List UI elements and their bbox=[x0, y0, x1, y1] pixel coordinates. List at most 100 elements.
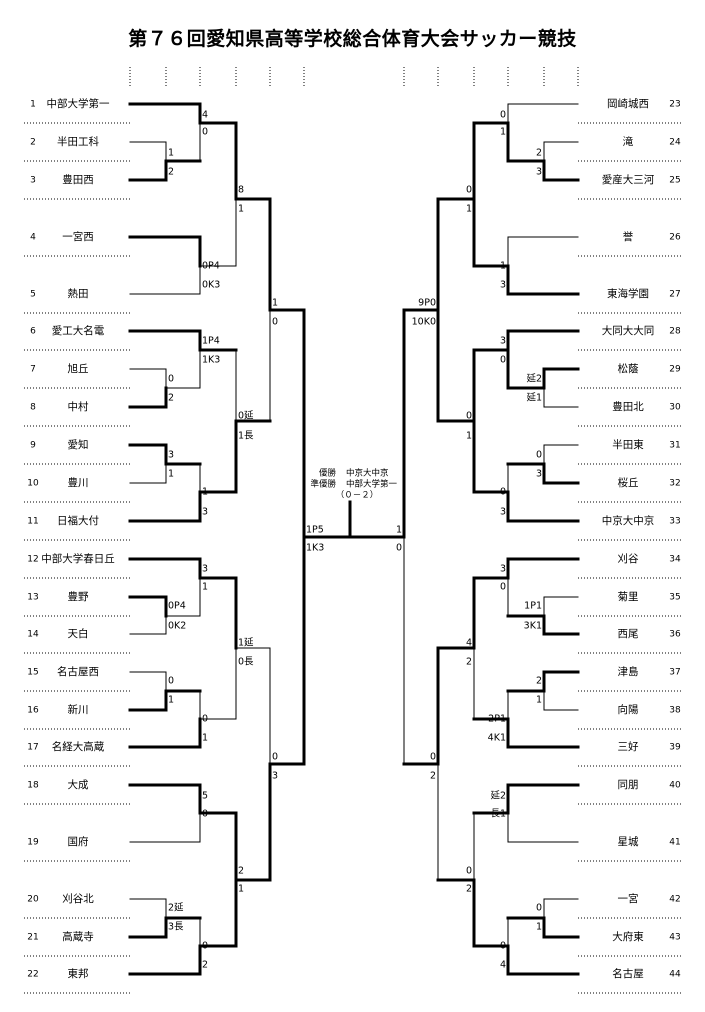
score-label: 3 bbox=[500, 507, 506, 518]
team-number: 24 bbox=[669, 138, 681, 148]
team-name: 一宮西 bbox=[62, 230, 94, 243]
score-label: 0長 bbox=[238, 657, 254, 668]
score-label: 0P4 bbox=[202, 261, 220, 272]
score-label: 0 bbox=[466, 185, 472, 196]
team-number: 6 bbox=[30, 327, 36, 337]
team-name: 半田工科 bbox=[57, 135, 99, 148]
score-label: 0 bbox=[500, 582, 506, 593]
team-name: 刈谷北 bbox=[62, 892, 94, 905]
team-name: 松蔭 bbox=[618, 362, 639, 375]
score-label: 1 bbox=[396, 525, 402, 536]
score-label: 1 bbox=[238, 204, 244, 215]
team-number: 28 bbox=[669, 327, 681, 337]
team-name: 一宮 bbox=[618, 892, 639, 905]
score-label: 5 bbox=[202, 791, 208, 802]
score-label: 1P5 bbox=[306, 525, 324, 536]
team-number: 14 bbox=[27, 630, 39, 640]
team-name: 刈谷 bbox=[618, 552, 639, 565]
team-name: 中部大学春日丘 bbox=[41, 552, 115, 565]
team-name: 中村 bbox=[68, 400, 89, 413]
team-number: 18 bbox=[27, 781, 39, 791]
score-label: 延2 bbox=[526, 373, 542, 385]
score-label: 1長 bbox=[238, 431, 254, 442]
team-number: 21 bbox=[27, 933, 38, 943]
score-label: 0延 bbox=[238, 410, 254, 422]
score-label: 4K1 bbox=[488, 733, 506, 744]
score-label: 0 bbox=[500, 110, 506, 121]
team-number: 41 bbox=[669, 838, 680, 848]
team-name: 東邦 bbox=[68, 967, 89, 980]
score-label: 0 bbox=[396, 543, 402, 554]
winner-name: 中京大中京 bbox=[346, 468, 389, 479]
score-label: 1P1 bbox=[524, 601, 542, 612]
team-number: 19 bbox=[27, 838, 39, 848]
team-number: 2 bbox=[30, 138, 36, 148]
team-number: 40 bbox=[669, 781, 681, 791]
team-number: 30 bbox=[669, 403, 681, 413]
score-label: 3 bbox=[272, 771, 278, 782]
score-label: 2 bbox=[168, 393, 174, 404]
team-name: 大成 bbox=[68, 778, 89, 791]
score-label: 1 bbox=[202, 487, 208, 498]
team-name: 同朋 bbox=[618, 779, 639, 791]
score-label: 1 bbox=[168, 469, 174, 480]
team-name: 豊川 bbox=[68, 476, 89, 489]
score-label: 1K3 bbox=[202, 355, 220, 366]
score-label: 3 bbox=[202, 507, 208, 518]
team-name: 新川 bbox=[68, 703, 89, 716]
winner-label: 優勝 bbox=[319, 468, 337, 479]
score-label: 10K0 bbox=[412, 317, 436, 328]
score-label: 3長 bbox=[168, 922, 184, 933]
team-number: 9 bbox=[30, 441, 36, 451]
score-label: 3 bbox=[500, 280, 506, 291]
score-label: 8 bbox=[238, 185, 244, 196]
team-name: 愛産大三河 bbox=[602, 173, 655, 186]
team-number: 44 bbox=[669, 970, 681, 980]
team-number: 34 bbox=[669, 555, 681, 565]
team-number: 27 bbox=[669, 290, 680, 300]
team-name: 名経大高蔵 bbox=[52, 740, 105, 753]
team-name: 中京大中京 bbox=[602, 514, 655, 527]
score-label: 1 bbox=[168, 695, 174, 706]
score-label: 3 bbox=[500, 336, 506, 347]
score-label: 延1 bbox=[526, 392, 542, 404]
score-label: 2 bbox=[466, 657, 472, 668]
score-label: 0K3 bbox=[202, 280, 220, 291]
team-name: 星城 bbox=[618, 836, 639, 848]
team-number: 13 bbox=[27, 593, 38, 603]
score-label: 0 bbox=[202, 809, 208, 820]
team-number: 10 bbox=[27, 479, 39, 489]
team-number: 31 bbox=[669, 441, 680, 451]
page-title: 第７６回愛知県高等学校総合体育大会サッカー競技 bbox=[128, 28, 577, 50]
score-label: 0 bbox=[202, 127, 208, 138]
team-name: 菊里 bbox=[618, 591, 639, 603]
team-name: 豊田西 bbox=[62, 173, 94, 186]
team-name: 高蔵寺 bbox=[62, 930, 94, 943]
score-label: 3 bbox=[168, 450, 174, 461]
score-label: 9P0 bbox=[418, 298, 436, 309]
score-label: 4 bbox=[500, 960, 506, 971]
score-label: 0 bbox=[202, 941, 208, 952]
score-label: 0K2 bbox=[168, 621, 186, 632]
team-number: 16 bbox=[27, 706, 39, 716]
team-number: 12 bbox=[27, 555, 38, 565]
score-label: 0 bbox=[536, 903, 542, 914]
team-name: 桜丘 bbox=[618, 476, 639, 489]
team-number: 36 bbox=[669, 630, 681, 640]
score-label: 4 bbox=[202, 110, 208, 121]
score-label: 3 bbox=[202, 564, 208, 575]
team-name: 名古屋西 bbox=[57, 665, 99, 678]
score-label: 1K3 bbox=[306, 543, 324, 554]
score-label: 2 bbox=[202, 960, 208, 971]
team-number: 4 bbox=[30, 233, 36, 243]
score-label: 1 bbox=[202, 733, 208, 744]
score-label: 1 bbox=[500, 127, 506, 138]
score-label: 2 bbox=[536, 148, 542, 159]
team-name: 大府東 bbox=[612, 930, 644, 943]
score-label: 1 bbox=[466, 431, 472, 442]
score-label: 0 bbox=[272, 317, 278, 328]
score-label: 3 bbox=[536, 167, 542, 178]
team-number: 15 bbox=[27, 668, 38, 678]
